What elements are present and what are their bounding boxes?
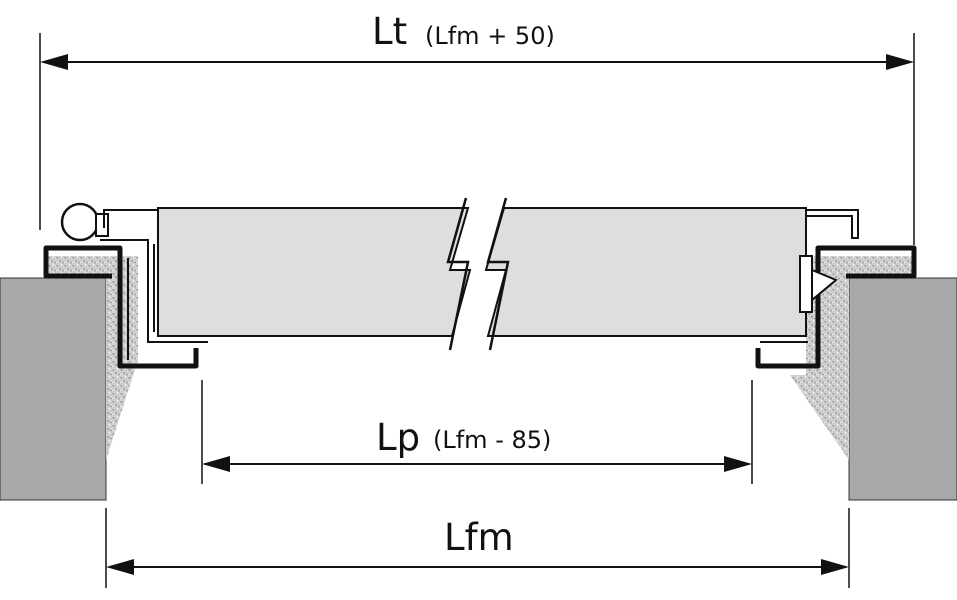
wall-left: [0, 277, 107, 501]
frame-profile-left: [43, 245, 199, 369]
lt-dimension: Lt (Lfm + 50): [39, 10, 915, 245]
wall-right: [848, 277, 957, 501]
lfm-symbol: Lfm: [444, 516, 514, 559]
lp-arrow-right: [724, 456, 752, 472]
lock-wedge-icon: [799, 255, 838, 313]
lfm-dimension: Lfm: [105, 508, 850, 588]
concrete-fill-right: [790, 256, 914, 460]
lp-symbol: Lp: [376, 416, 420, 459]
lfm-arrow-right: [821, 559, 849, 575]
lp-arrow-left: [202, 456, 230, 472]
lt-symbol: Lt: [372, 10, 407, 53]
lt-arrow-left: [40, 54, 68, 70]
hinge-icon: [60, 202, 100, 242]
lt-arrow-right: [886, 54, 914, 70]
frame-profile-right: [755, 245, 917, 369]
panel-lip: [103, 209, 859, 239]
cover-panel: [157, 197, 807, 351]
lt-formula: (Lfm + 50): [425, 22, 555, 50]
concrete-fill-left: [46, 256, 138, 460]
break-line-right: [486, 197, 510, 351]
lfm-arrow-left: [106, 559, 134, 575]
hinge-leaf: [95, 213, 109, 237]
frame-inner-left: [100, 239, 208, 360]
lp-dimension: Lp (Lfm - 85): [201, 380, 753, 484]
break-line-left: [446, 197, 470, 351]
lp-formula: (Lfm - 85): [433, 426, 551, 454]
